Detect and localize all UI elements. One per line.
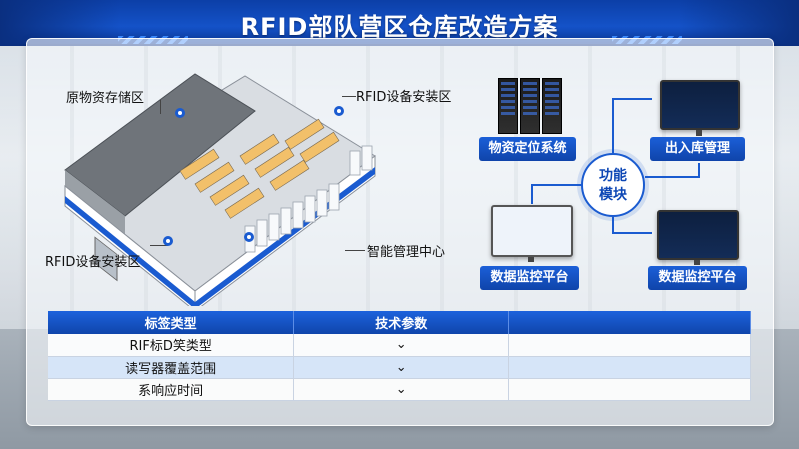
dashboard-screen-icon (657, 210, 739, 260)
hub-line-1: 功能 (599, 168, 627, 184)
row-extra (508, 356, 751, 379)
column-header-tech-params: 技术参数 (293, 311, 510, 334)
server-rack-icon (520, 78, 540, 134)
server-rack-icon (542, 78, 562, 134)
location-pin (334, 106, 344, 116)
table-row: RIF标D笑类型 ⌄ (48, 334, 751, 357)
connector-line (531, 184, 582, 186)
connector-line (698, 163, 700, 178)
connector-line (612, 232, 652, 234)
hub-line-2: 模块 (599, 187, 627, 203)
location-pin (163, 236, 173, 246)
leader-line (160, 100, 161, 114)
connector-line (612, 98, 652, 100)
column-header-tag-type: 标签类型 (48, 311, 295, 334)
warehouse-illustration (64, 73, 376, 306)
label-control-center: 智能管理中心 (367, 245, 446, 260)
table-header-row: 标签类型 技术参数 (48, 311, 751, 334)
row-dropdown[interactable]: ⌄ (293, 378, 510, 401)
location-pin (175, 108, 185, 118)
row-label: 读写器覆盖范围 (48, 356, 295, 379)
row-extra (508, 378, 751, 401)
connector-line (645, 176, 700, 178)
monitor-stand (528, 257, 534, 262)
table-row: 读写器覆盖范围 ⌄ (48, 356, 751, 379)
function-module-hub: 功能 模块 (581, 153, 645, 217)
server-rack-icon (498, 78, 518, 134)
row-dropdown[interactable]: ⌄ (293, 356, 510, 379)
row-extra (508, 334, 751, 357)
leader-line (345, 250, 365, 251)
label-raw-storage: 原物资存储区 (66, 91, 145, 106)
column-header-extra (508, 311, 751, 334)
row-label: RIF标D笑类型 (48, 334, 295, 357)
leader-line (150, 245, 168, 246)
page-title: RFID部队营区仓库改造方案 (240, 13, 559, 41)
connector-line (612, 217, 614, 234)
location-pin (244, 232, 254, 242)
label-rfid-left: RFID设备安装区 (45, 255, 141, 270)
row-dropdown[interactable]: ⌄ (293, 334, 510, 357)
monitor-stand (696, 130, 702, 136)
module-positioning[interactable]: 物资定位系统 (479, 137, 576, 161)
label-rfid-top: RFID设备安装区 (356, 90, 452, 105)
connector-line (612, 98, 614, 153)
module-in-out[interactable]: 出入库管理 (650, 137, 745, 161)
module-monitor-left[interactable]: 数据监控平台 (480, 266, 579, 290)
table-row: 系响应时间 ⌄ (48, 378, 751, 401)
dashboard-screen-icon (660, 80, 740, 130)
leader-line (342, 96, 356, 97)
monitor-stand (694, 260, 700, 265)
dashboard-screen-icon (491, 205, 573, 257)
module-monitor-right[interactable]: 数据监控平台 (648, 266, 747, 290)
connector-line (531, 184, 533, 204)
parameters-table: 标签类型 技术参数 RIF标D笑类型 ⌄ 读写器覆盖范围 ⌄ 系响应时间 ⌄ (48, 311, 751, 401)
row-label: 系响应时间 (48, 378, 295, 401)
